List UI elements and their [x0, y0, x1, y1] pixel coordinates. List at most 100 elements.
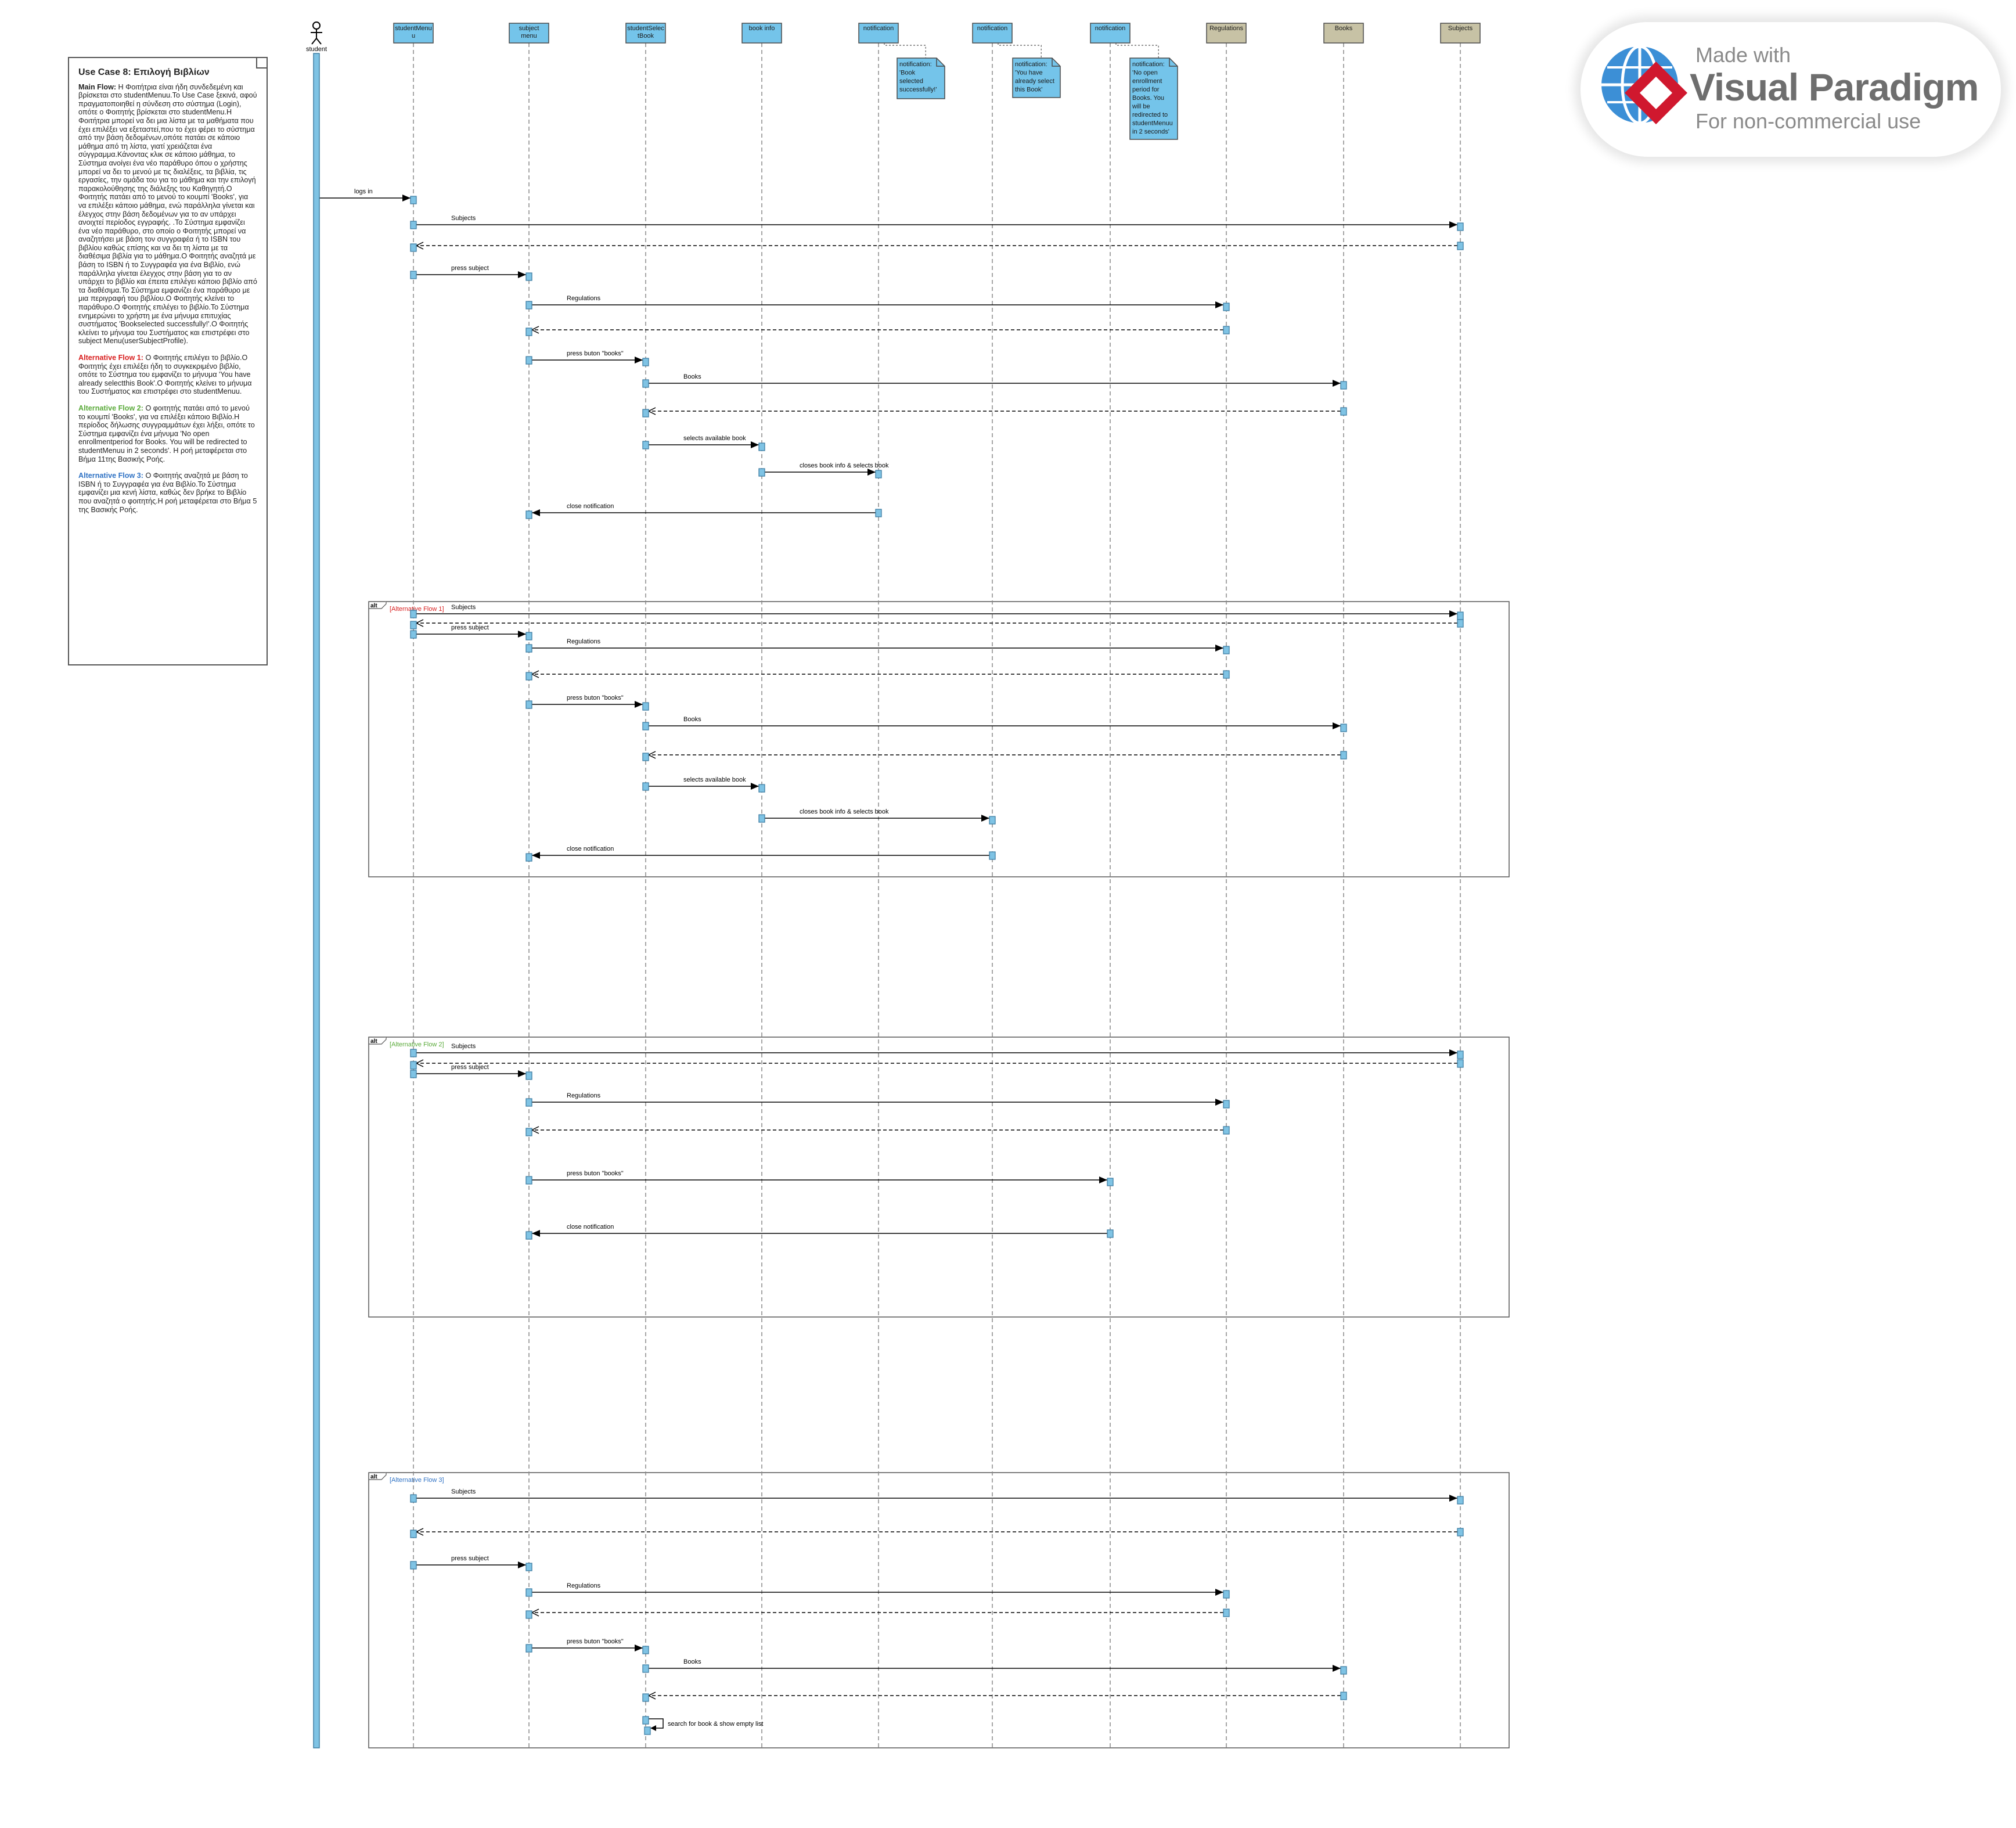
activation-bar — [1340, 751, 1347, 760]
activation-bar — [1340, 724, 1347, 732]
activation-bar — [758, 814, 765, 823]
note-text-2: in 2 seconds' — [1132, 128, 1169, 135]
actor-right-leg-icon — [316, 38, 322, 45]
activation-bar — [1457, 222, 1464, 231]
use-case-description-note: Use Case 8: Επιλογή Βιβλίων Main Flow: Η… — [68, 57, 268, 665]
note-text-0: successfully!' — [899, 87, 937, 93]
activation-bar — [642, 379, 649, 388]
lifeline-label-n1: notification — [863, 25, 894, 32]
message-arrowhead — [1215, 301, 1223, 308]
activation-bar — [410, 1494, 417, 1503]
activation-bar — [642, 1664, 649, 1673]
watermark-made-with: Made with — [1695, 43, 1791, 67]
activation-bar — [525, 644, 532, 653]
message-label: press buton "books" — [567, 695, 624, 701]
lifeline-head-reg — [1206, 23, 1247, 44]
activation-bar — [875, 470, 882, 478]
message-label: selects available book — [683, 776, 746, 783]
message-label: press buton "books" — [567, 1170, 624, 1177]
activation-bar — [1223, 646, 1230, 654]
message-arrowhead — [751, 441, 759, 448]
activation-bar — [410, 1061, 417, 1070]
message-label: closes book info & selects book — [800, 462, 889, 469]
message-label: closes book info & selects book — [800, 808, 889, 815]
message-arrowhead — [1215, 645, 1223, 652]
fragment-layer: alt[Alternative Flow 1]alt[Alternative F… — [368, 601, 1510, 1748]
alt-flow-3-label: Alternative Flow 3: — [78, 472, 143, 480]
note-fold-0 — [936, 58, 945, 67]
alt-operator-label: alt — [370, 1038, 377, 1045]
lifeline-label-sm: u — [412, 33, 415, 39]
message-label: close notification — [567, 845, 614, 852]
message-label: close notification — [567, 1224, 614, 1230]
message-label: Subjects — [451, 215, 476, 222]
lifeline-head-subj — [1440, 23, 1481, 44]
activation-bar — [410, 243, 417, 252]
note-text-0: notification: — [899, 61, 932, 68]
watermark-brand: Visual Paradigm — [1690, 66, 1979, 109]
message-arrowhead — [1099, 1176, 1107, 1183]
note-text-2: 'No open — [1132, 70, 1158, 77]
message-label: press subject — [451, 265, 489, 272]
activation-bar — [525, 1071, 532, 1080]
lifeline-label-n3: notification — [1095, 25, 1126, 32]
activation-bar — [525, 328, 532, 336]
note-fold-2 — [1169, 58, 1178, 67]
activation-bar — [1223, 1609, 1230, 1617]
lifeline-label-subj: Subjects — [1448, 25, 1473, 32]
activation-bar — [1340, 407, 1347, 416]
activation-bar — [525, 700, 532, 709]
activation-bar — [642, 409, 649, 418]
activation-bar — [525, 1098, 532, 1107]
alt-flow-3-text: Ο Φοιτητής αναζητά με βάση το ISBN ή το … — [78, 472, 257, 514]
activation-bar — [1457, 1496, 1464, 1505]
activation-bar — [525, 1231, 532, 1240]
message-arrowhead — [635, 1645, 643, 1651]
activation-bar — [989, 816, 996, 825]
lifeline-label-bi: book info — [749, 25, 775, 32]
message-arrowhead — [402, 195, 411, 201]
alt-flow-2-paragraph: Alternative Flow 2: Ο φοιτητής πατάει απ… — [78, 404, 257, 463]
activation-bar — [1223, 1100, 1230, 1109]
note-text-2: Books. You — [1132, 95, 1164, 102]
actor-left-leg-icon — [311, 38, 317, 45]
note-connector-2 — [1115, 43, 1159, 58]
self-message-arrowhead — [650, 1725, 656, 1731]
note-fold-corner — [256, 58, 267, 69]
message-arrowhead — [1449, 221, 1457, 228]
activation-bar — [1340, 1666, 1347, 1675]
activation-bar — [642, 722, 649, 731]
activation-bar — [410, 221, 417, 229]
activation-bar — [410, 1070, 417, 1078]
message-arrowhead — [518, 631, 526, 638]
activation-bar — [525, 510, 532, 519]
self-activation-nested — [644, 1726, 651, 1735]
message-label: Regulations — [567, 1582, 601, 1589]
message-label: press subject — [451, 1555, 489, 1562]
message-arrowhead — [532, 1230, 540, 1237]
lifeline-label-ssb: studentSelec — [627, 25, 664, 32]
activation-bar — [1457, 619, 1464, 628]
alt-flow-3-paragraph: Alternative Flow 3: Ο Φοιτητής αναζητά μ… — [78, 472, 257, 514]
main-flow-text: Η Φοιτήτρια είναι ήδη συνδεδεμένη και βρ… — [78, 82, 257, 346]
lifeline-head-ssb — [625, 23, 666, 44]
note-fold-1 — [1052, 58, 1060, 67]
alt-flow-1-paragraph: Alternative Flow 1: Ο Φοιτητής επιλέγει … — [78, 354, 257, 396]
message-arrowhead — [1215, 1589, 1223, 1596]
activation-bar — [525, 1128, 532, 1136]
activation-bar — [410, 196, 417, 204]
activation-bar — [642, 1693, 649, 1702]
lifeline-label-sm: studentMenu — [395, 25, 432, 32]
activation-bar — [758, 784, 765, 793]
lifeline-label-subm: menu — [521, 33, 537, 39]
activation-bar — [642, 782, 649, 791]
activation-bar — [525, 1610, 532, 1619]
note-text-1: 'You have — [1015, 70, 1043, 77]
activation-bar — [525, 1176, 532, 1185]
activation-bar — [642, 1646, 649, 1654]
message-label: Books — [683, 716, 701, 723]
note-text-0: selected — [899, 78, 923, 85]
message-arrowhead — [1333, 722, 1341, 729]
actor-head-icon — [312, 21, 321, 30]
